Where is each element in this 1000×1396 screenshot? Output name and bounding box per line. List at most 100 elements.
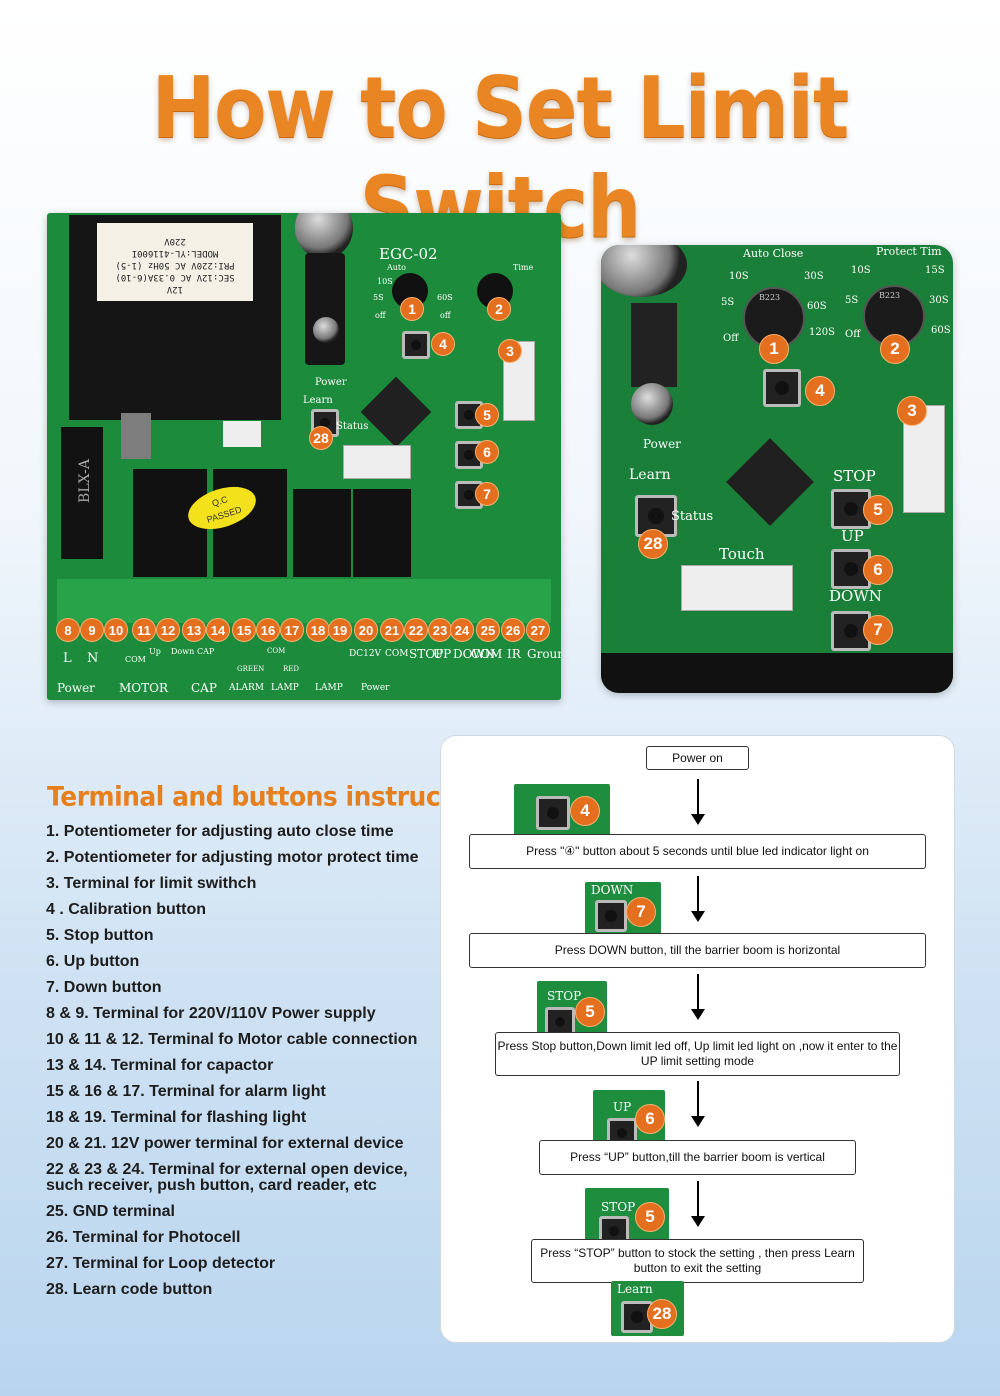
flow-step-box: Press "④" button about 5 seconds until b… [469, 834, 926, 869]
callout-badge: 1 [759, 334, 789, 364]
group-label: Power [361, 683, 390, 693]
page-title: How to Set Limit Switch [151, 57, 850, 257]
terminal-label: L [63, 651, 72, 666]
terminal-number-badge: 21 [380, 618, 404, 642]
callout-badge: 1 [400, 297, 424, 321]
capacitor [601, 245, 687, 297]
tick-text: 30S [929, 295, 949, 306]
tick-text: 5S [845, 295, 859, 306]
instruction-item: 2. Potentiometer for adjusting motor pro… [46, 849, 419, 866]
auto-close-text: Auto Close [743, 247, 804, 260]
callout-badge: 6 [863, 555, 893, 585]
microcontroller-chip [726, 438, 814, 526]
terminal-number-badge: 18 [306, 618, 330, 642]
instructions-heading: Terminal and buttons instruction [47, 780, 494, 813]
small-capacitor [313, 317, 339, 343]
tick-text: 60S [807, 301, 827, 312]
terminal-number-badge: 10 [104, 618, 128, 642]
instruction-item: 27. Terminal for Loop detector [46, 1255, 276, 1272]
instruction-item: 6. Up button [46, 953, 140, 970]
instruction-item: 3. Terminal for limit swithch [46, 875, 257, 892]
pot-text: B223 [879, 291, 901, 300]
terminal-label: COM [267, 647, 286, 655]
terminal-label: DC12V [349, 649, 382, 659]
rectifier-module: BLX-A [61, 427, 103, 559]
tick-text: 60S [437, 293, 453, 302]
transformer-label-line: 12V [166, 284, 184, 294]
touch-connector [681, 565, 793, 611]
flow-step-box: Press “STOP” button to stock the setting… [531, 1239, 864, 1283]
tick-text: 60S [931, 325, 951, 336]
instruction-item: 13 & 14. Terminal for capactor [46, 1057, 274, 1074]
terminal-number-badge: 26 [501, 618, 525, 642]
touch-text: Touch [719, 545, 765, 563]
microcontroller-chip [360, 376, 432, 448]
group-label: Power [57, 681, 95, 695]
learn-text: Learn [629, 467, 671, 483]
callout-badge: 5 [475, 403, 499, 427]
step-thumb-calibration: 4 [514, 784, 610, 839]
thumb-label: STOP [547, 989, 582, 1003]
up-button [831, 549, 871, 589]
terminal-number-badge: 15 [232, 618, 256, 642]
terminal-label: COM [125, 655, 146, 664]
terminal-number-badge: 22 [404, 618, 428, 642]
terminal-number-badge: 13 [182, 618, 206, 642]
terminal-label: RED [283, 665, 299, 673]
transformer-label: 12V SEC:12V AC 0.33A(6-10) PRI:220V AC 5… [97, 223, 253, 301]
terminal-block [57, 579, 551, 623]
flow-step-box: Press Stop button,Down limit led off, Up… [495, 1032, 900, 1076]
terminal-number-badge: 20 [354, 618, 378, 642]
step-thumb-learn: Learn 28 [611, 1281, 684, 1336]
learn-text: Learn [303, 395, 333, 406]
instruction-item: 26. Terminal for Photocell [46, 1229, 241, 1246]
tick-text: 5S [721, 297, 735, 308]
terminal-label: Down [171, 647, 195, 656]
tick-text: 10S [377, 277, 393, 286]
up-text: UP [841, 527, 864, 545]
callout-badge: 5 [575, 997, 605, 1027]
setup-flowchart: Power on 4 Press "④" button about 5 seco… [440, 735, 955, 1343]
power-text: Power [643, 437, 681, 451]
terminal-label: IR [507, 647, 521, 661]
terminal-number-badge: 9 [80, 618, 104, 642]
callout-badge: 3 [897, 396, 927, 426]
terminal-number-badge: 14 [206, 618, 230, 642]
terminal-number-badge: 23 [428, 618, 452, 642]
terminal-number-badge: 8 [56, 618, 80, 642]
model-text: EGC-02 [379, 245, 438, 263]
group-label: LAMP [315, 683, 343, 693]
terminal-number-badge: 19 [328, 618, 352, 642]
callout-badge: 6 [475, 440, 499, 464]
terminal-label: CAP [197, 647, 215, 656]
callout-badge: 3 [498, 339, 522, 363]
instruction-item: 28. Learn code button [46, 1281, 213, 1298]
tick-text: off [375, 311, 386, 320]
tick-text: 120S [809, 327, 835, 338]
thumb-label: Learn [617, 1282, 653, 1296]
terminal-number-badge: 17 [280, 618, 304, 642]
terminal-label-area: L N COM Up Down CAP COM GREEN RED DC12V … [47, 643, 561, 700]
callout-badge: 4 [805, 376, 835, 406]
terminal-number-badge: 11 [132, 618, 156, 642]
flow-arrow [691, 1181, 705, 1227]
tick-text: 30S [804, 271, 824, 282]
optocoupler [223, 421, 261, 447]
relay [293, 489, 351, 577]
terminal-label: STOP [409, 647, 444, 661]
instructions-list: 1. Potentiometer for adjusting auto clos… [46, 824, 436, 1308]
step-thumb-up: UP 6 [593, 1090, 665, 1146]
status-text: Status [336, 421, 369, 432]
terminal-number-badge: 27 [526, 618, 550, 642]
callout-badge: 28 [638, 529, 668, 559]
instruction-item: 22 & 23 & 24. Terminal for external open… [46, 1161, 408, 1194]
callout-badge: 28 [647, 1299, 677, 1329]
power-text: Power [315, 377, 347, 388]
pot-text: B223 [759, 293, 781, 302]
instruction-item: 8 & 9. Terminal for 220V/110V Power supp… [46, 1005, 376, 1022]
terminal-label: GREEN [237, 665, 265, 673]
tick-text: 15S [925, 265, 945, 276]
thumb-button [536, 796, 570, 830]
flow-step-box: Press “UP” button,till the barrier boom … [539, 1140, 856, 1175]
thumb-label: DOWN [591, 883, 634, 897]
